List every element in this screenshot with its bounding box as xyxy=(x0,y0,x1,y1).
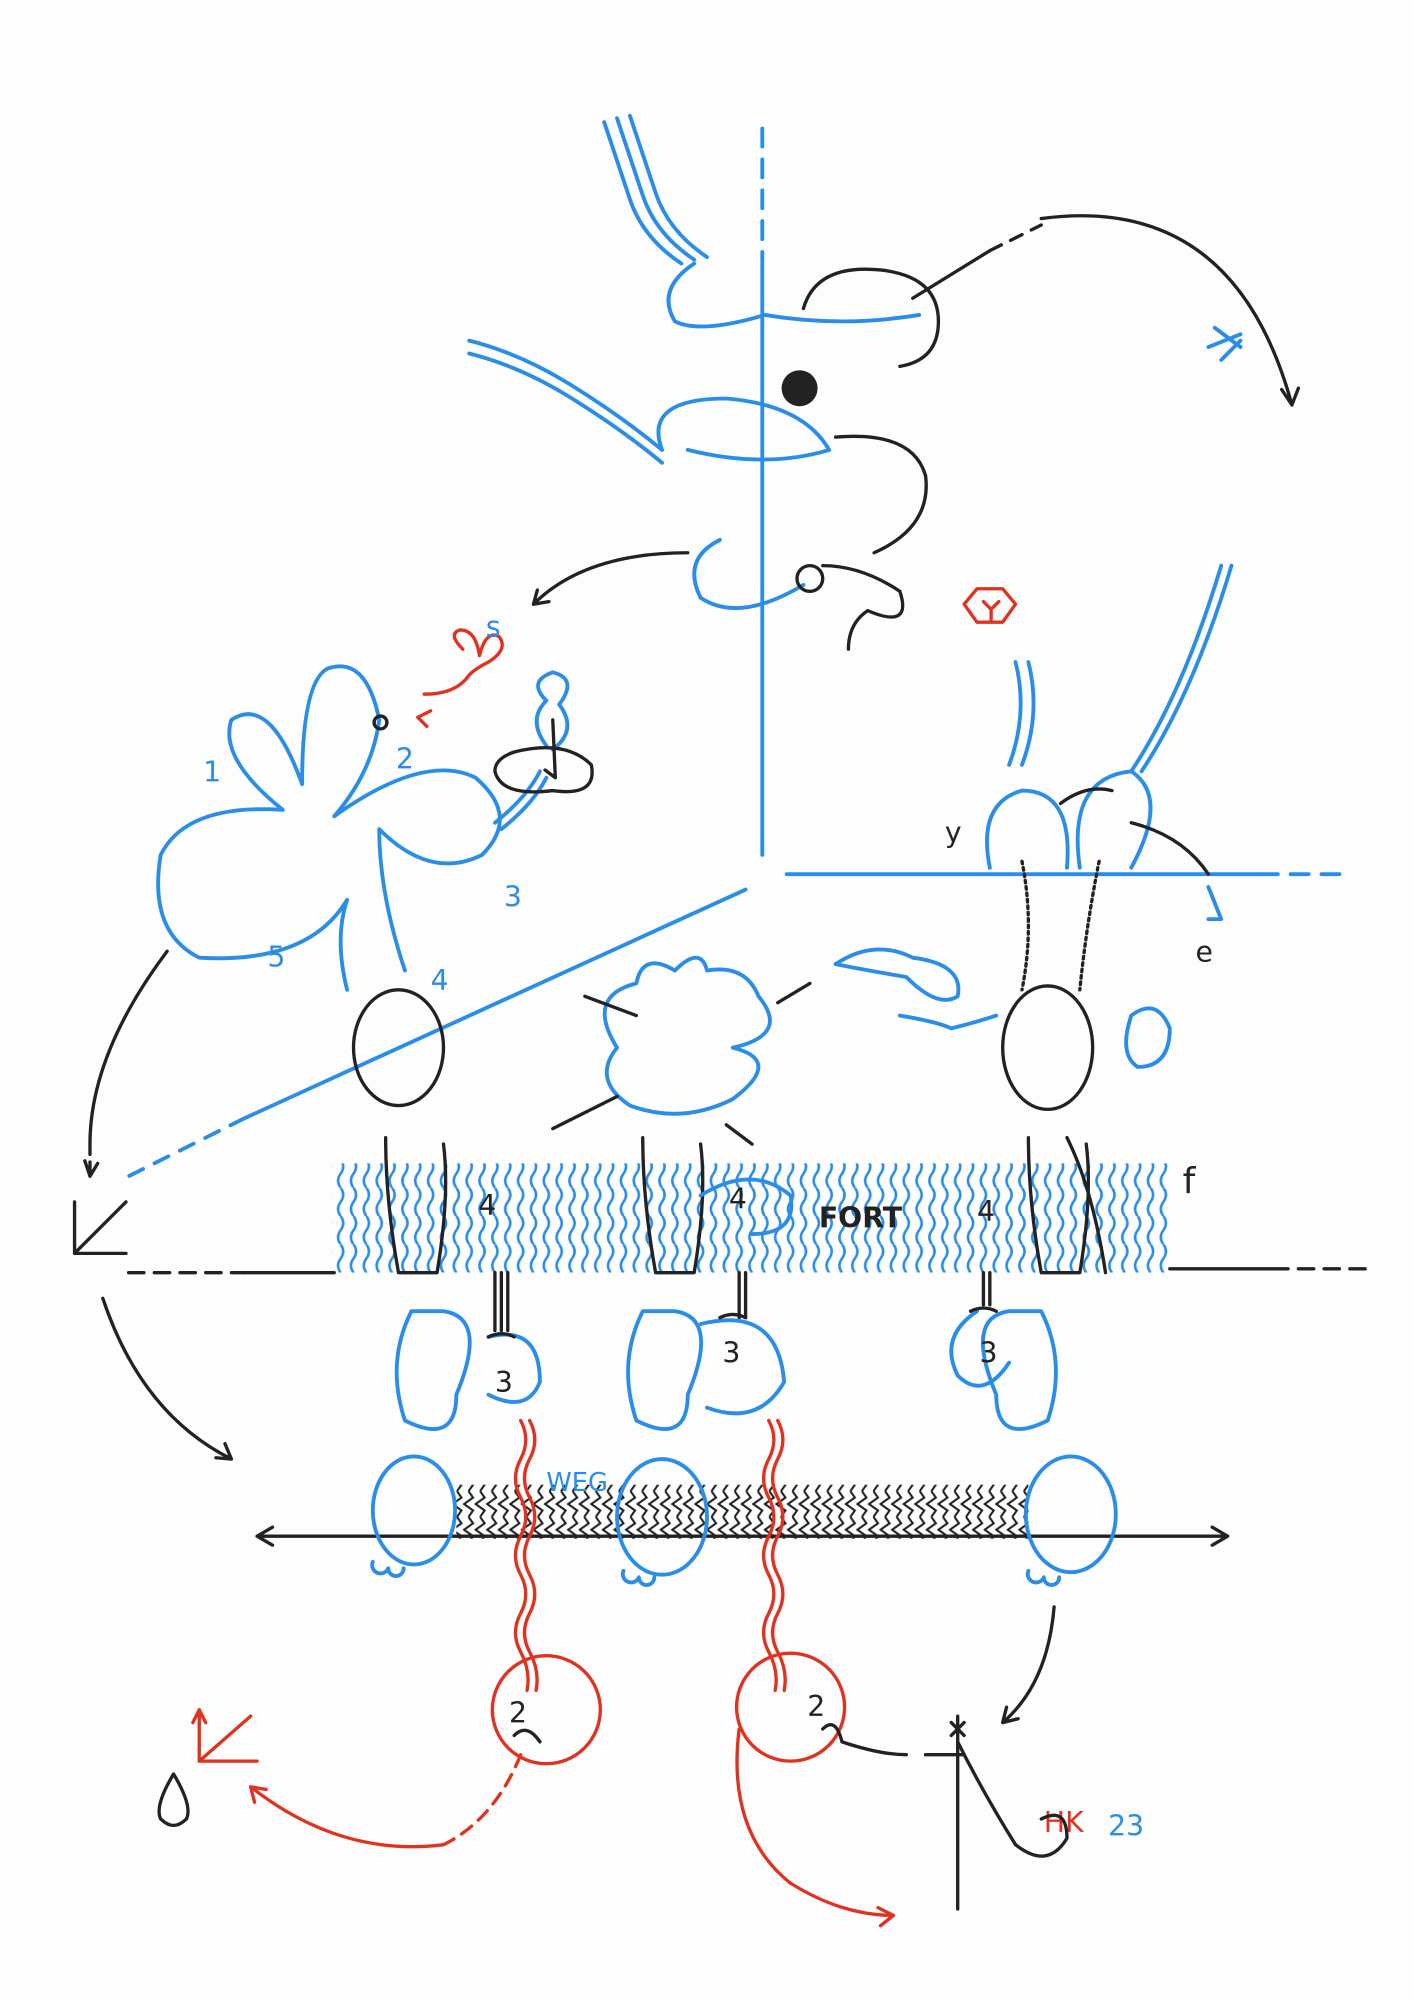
label-s: s xyxy=(486,610,501,643)
red-label-2a: 2 xyxy=(509,1697,527,1730)
hand-label-4b: 4 xyxy=(729,1182,747,1215)
top-figure xyxy=(467,113,1301,651)
weg-band xyxy=(456,1484,1029,1539)
hand-label-4a: 4 xyxy=(478,1189,496,1222)
petal-label-3: 3 xyxy=(504,880,522,913)
label-e: e xyxy=(1196,936,1213,969)
signature-year: 23 xyxy=(1108,1810,1144,1843)
label-fort: FORT xyxy=(819,1202,903,1235)
label-f: f xyxy=(1183,1161,1197,1202)
lower-blue-figures: 3 3 3 WEG xyxy=(370,1270,1118,1587)
label-y: y xyxy=(945,816,962,849)
foot-label-3b: 3 xyxy=(722,1337,740,1370)
petal-label-2: 2 xyxy=(396,743,414,776)
red-s-glyph: s xyxy=(416,610,504,728)
foot-label-3a: 3 xyxy=(495,1366,513,1399)
foot-label-3c: 3 xyxy=(980,1337,998,1370)
heads-row: 4 4 4 FORT f xyxy=(351,955,1197,1275)
petal-label-5: 5 xyxy=(267,941,285,974)
label-weg: WEG xyxy=(546,1468,608,1498)
red-label-2b: 2 xyxy=(807,1690,825,1723)
petal-label-1: 1 xyxy=(203,756,221,789)
right-upper-figures: y e xyxy=(833,563,1234,1069)
axis-lines xyxy=(126,126,1378,1547)
petal-label-4: 4 xyxy=(431,964,449,997)
hand-label-4c: 4 xyxy=(977,1195,995,1228)
black-lines-bottom xyxy=(72,949,1069,1911)
red-figures: 2 2 HK 23 xyxy=(191,1418,1144,1928)
blue-flower: 1 2 3 4 5 xyxy=(156,664,594,997)
